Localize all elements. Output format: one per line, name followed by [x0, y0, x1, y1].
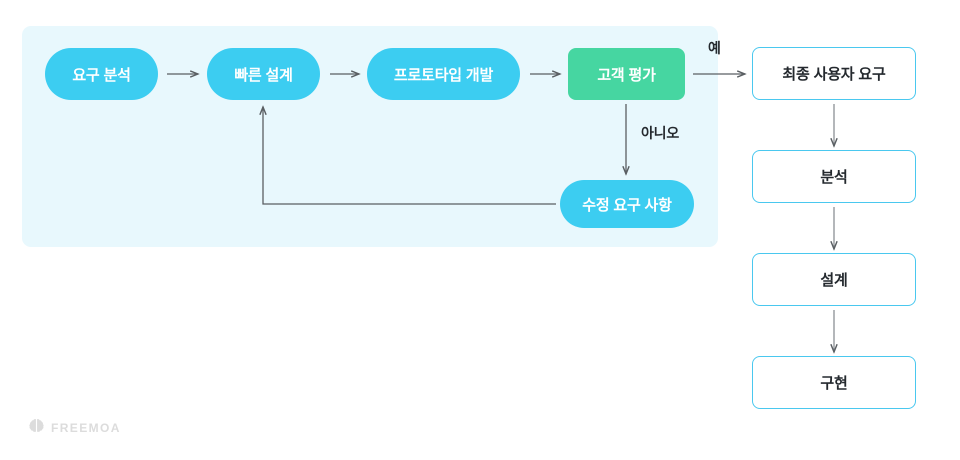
node-customer-evaluation[interactable]: 고객 평가	[568, 48, 685, 100]
node-analysis[interactable]: 분석	[752, 150, 916, 203]
edge-label-no: 아니오	[641, 125, 680, 141]
watermark: FREEMOA	[29, 418, 121, 438]
node-final-user-requirements[interactable]: 최종 사용자 요구	[752, 47, 916, 100]
node-label: 수정 요구 사항	[582, 196, 672, 214]
node-label: 최종 사용자 요구	[782, 66, 886, 83]
node-design[interactable]: 설계	[752, 253, 916, 306]
edge-label-yes: 예	[708, 40, 721, 56]
node-requirements-analysis[interactable]: 요구 분석	[45, 48, 158, 100]
node-label: 분석	[820, 169, 848, 186]
node-prototype-development[interactable]: 프로토타입 개발	[367, 48, 520, 100]
node-label: 요구 분석	[72, 66, 131, 84]
node-implementation[interactable]: 구현	[752, 356, 916, 409]
node-label: 프로토타입 개발	[393, 66, 494, 84]
node-label: 빠른 설계	[234, 66, 293, 84]
node-label: 고객 평가	[597, 66, 656, 84]
node-label: 설계	[820, 272, 848, 289]
node-refine-requirements[interactable]: 수정 요구 사항	[560, 180, 694, 228]
watermark-text: FREEMOA	[51, 421, 121, 435]
brain-icon	[29, 418, 44, 438]
node-quick-design[interactable]: 빠른 설계	[207, 48, 320, 100]
node-label: 구현	[820, 375, 848, 392]
